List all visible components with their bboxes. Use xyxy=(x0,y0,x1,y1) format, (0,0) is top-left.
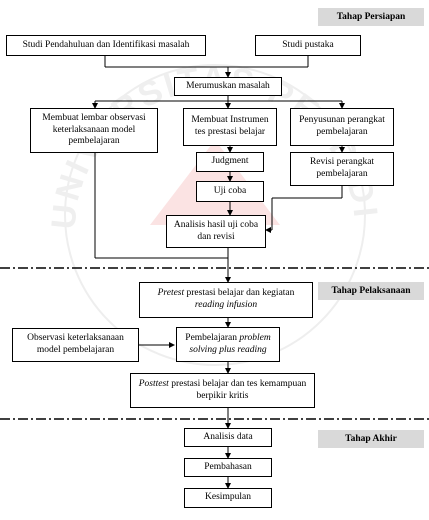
stage-label-persiapan-text: Tahap Persiapan xyxy=(336,12,406,22)
node-posttest: Posttest prestasi belajar dan tes kemamp… xyxy=(130,373,315,408)
stage-label-akhir: Tahap Akhir xyxy=(318,430,424,448)
pembelajaran-italic2-text: solving plus reading xyxy=(189,344,267,355)
node-lembar-observasi-text: Membuat lembar observasi keterlaksanaan … xyxy=(42,112,146,147)
node-kesimpulan: Kesimpulan xyxy=(184,488,272,508)
node-analisis-uji-coba-text: Analisis hasil uji coba dan revisi xyxy=(173,219,259,242)
node-kesimpulan-text: Kesimpulan xyxy=(205,492,251,503)
node-instrumen-text: Membuat Instrumen tes prestasi belajar xyxy=(191,115,269,137)
node-analisis-uji-coba: Analisis hasil uji coba dan revisi xyxy=(166,215,266,248)
pretest-line2-text: reading infusion xyxy=(194,300,258,310)
node-pembahasan-text: Pembahasan xyxy=(204,461,252,472)
node-studi-pustaka-text: Studi pustaka xyxy=(282,39,334,50)
node-lembar-observasi: Membuat lembar observasi keterlaksanaan … xyxy=(30,108,158,153)
node-judgment: Judgment xyxy=(196,152,264,172)
posttest-italic-text: Posttest xyxy=(138,378,169,389)
node-revisi-perangkat: Revisi perangkat pembelajaran xyxy=(290,152,394,186)
node-analisis-data-text: Analisis data xyxy=(203,431,253,442)
node-observasi: Observasi keterlaksanaan model pembelaja… xyxy=(12,328,139,362)
node-judgment-text: Judgment xyxy=(211,156,249,167)
node-uji-coba-text: Uji coba xyxy=(213,185,247,196)
node-merumuskan-masalah-text: Merumuskan masalah xyxy=(186,80,270,91)
node-penyusunan-perangkat: Penyusunan perangkat pembelajaran xyxy=(290,108,394,146)
node-penyusunan-perangkat-text: Penyusunan perangkat pembelajaran xyxy=(299,115,385,137)
node-merumuskan-masalah: Merumuskan masalah xyxy=(174,77,282,96)
stage-label-pelaksanaan: Tahap Pelaksanaan xyxy=(318,282,424,300)
node-revisi-perangkat-text: Revisi perangkat pembelajaran xyxy=(309,157,375,179)
node-observasi-text: Observasi keterlaksanaan model pembelaja… xyxy=(27,333,124,355)
pretest-italic-text: Pretest xyxy=(157,288,185,299)
node-studi-pendahuluan: Studi Pendahuluan dan Identifikasi masal… xyxy=(6,35,206,56)
node-analisis-data: Analisis data xyxy=(184,428,272,447)
stage-label-persiapan: Tahap Persiapan xyxy=(318,8,424,26)
stage-label-akhir-text: Tahap Akhir xyxy=(345,434,397,444)
node-pembahasan: Pembahasan xyxy=(184,458,272,477)
posttest-rest-text: prestasi belajar dan tes kemampuan berpi… xyxy=(168,378,307,401)
pembelajaran-italic1-text: problem xyxy=(239,332,271,343)
node-instrumen: Membuat Instrumen tes prestasi belajar xyxy=(183,108,277,146)
stage-label-pelaksanaan-text: Tahap Pelaksanaan xyxy=(331,286,411,296)
pembelajaran-plain-text: Pembelajaran xyxy=(185,332,240,343)
pretest-rest-text: prestasi belajar dan kegiatan xyxy=(184,288,295,299)
node-studi-pendahuluan-text: Studi Pendahuluan dan Identifikasi masal… xyxy=(22,39,190,50)
node-uji-coba: Uji coba xyxy=(196,181,264,202)
node-studi-pustaka: Studi pustaka xyxy=(255,35,361,56)
node-posttest-text: Posttest prestasi belajar dan tes kemamp… xyxy=(134,379,311,403)
